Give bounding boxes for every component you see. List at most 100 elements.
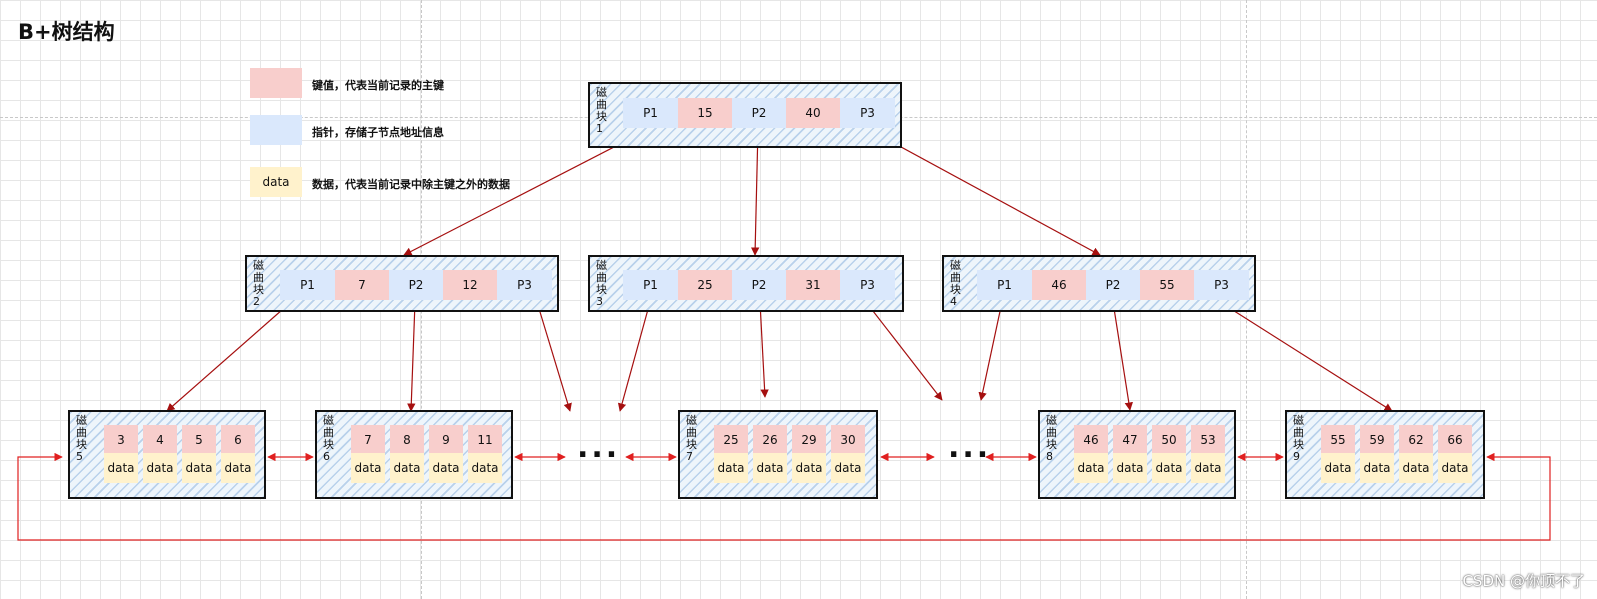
key-cell: 46 [1032, 270, 1086, 300]
pointer-cell: P2 [732, 98, 786, 128]
legend-key-swatch [250, 68, 302, 98]
key-cell: 59 [1360, 425, 1394, 455]
edge-b4-p2 [1112, 301, 1133, 411]
block-label: 磁曲块5 [76, 414, 87, 463]
pointer-cell: P1 [623, 270, 678, 300]
disk-block-6: 磁曲块6 7 8 9 11 data data data data [315, 410, 513, 499]
watermark: CSDN @你顶不了 [1462, 572, 1585, 590]
disk-block-9: 磁曲块9 55 59 62 66 data data data data [1285, 410, 1485, 499]
key-cell: 3 [104, 425, 138, 455]
key-cell: 25 [714, 425, 748, 455]
key-cell: 6 [221, 425, 255, 455]
data-cell: data [221, 453, 255, 483]
legend-key-text: 键值，代表当前记录的主键 [312, 79, 444, 92]
key-cell: 12 [443, 270, 497, 300]
page-title: B+树结构 [18, 20, 115, 44]
key-cell: 66 [1438, 425, 1472, 455]
data-cell: data [1191, 453, 1225, 483]
edge-b2-p3 [536, 301, 572, 412]
block-label: 磁曲块6 [323, 414, 334, 463]
key-cell: 62 [1399, 425, 1433, 455]
key-cell: 29 [792, 425, 826, 455]
key-cell: 7 [335, 270, 389, 300]
block-label: 磁曲块3 [596, 259, 607, 308]
key-cell: 4 [143, 425, 177, 455]
pointer-cell: P1 [280, 270, 335, 300]
pointer-cell: P3 [840, 98, 895, 128]
block-label: 磁曲块1 [596, 86, 607, 135]
key-cell: 25 [678, 270, 732, 300]
key-cell: 30 [831, 425, 865, 455]
edge-root-p3 [865, 127, 1101, 256]
legend-data-swatch: data [250, 167, 302, 197]
key-cell: 40 [786, 98, 840, 128]
key-cell: 8 [390, 425, 424, 455]
pointer-cell: P3 [840, 270, 895, 300]
edge-root-p1 [403, 127, 652, 256]
pointer-cell: P1 [623, 98, 678, 128]
data-cell: data [1438, 453, 1472, 483]
key-cell: 47 [1113, 425, 1147, 455]
data-cell: data [1152, 453, 1186, 483]
pointer-cell: P2 [1086, 270, 1140, 300]
data-cell: data [1074, 453, 1108, 483]
data-cell: data [429, 453, 463, 483]
edge-b3-p3 [865, 301, 943, 401]
data-cell: data [714, 453, 748, 483]
data-cell: data [1321, 453, 1355, 483]
block-label: 磁曲块7 [686, 414, 697, 463]
key-cell: 55 [1140, 270, 1194, 300]
key-cell: 26 [753, 425, 787, 455]
pointer-cell: P3 [497, 270, 552, 300]
leaf-wraparound-link [17, 452, 1551, 541]
disk-block-2: 磁曲块2 P1 7 P2 12 P3 [245, 255, 559, 312]
key-cell: 55 [1321, 425, 1355, 455]
disk-block-8: 磁曲块8 46 47 50 53 data data data data [1038, 410, 1236, 499]
disk-block-7: 磁曲块7 25 26 29 30 data data data data [678, 410, 878, 499]
edge-b4-p1 [978, 301, 1003, 401]
key-cell: 53 [1191, 425, 1225, 455]
key-cell: 7 [351, 425, 385, 455]
key-cell: 50 [1152, 425, 1186, 455]
edge-b3-p1 [617, 301, 651, 412]
key-cell: 15 [678, 98, 732, 128]
block-label: 磁曲块9 [1293, 414, 1304, 463]
edge-b2-p2 [407, 301, 416, 412]
data-cell: data [1399, 453, 1433, 483]
data-cell: data [104, 453, 138, 483]
data-cell: data [1113, 453, 1147, 483]
data-cell: data [831, 453, 865, 483]
block-label: 磁曲块8 [1046, 414, 1057, 463]
key-cell: 31 [786, 270, 840, 300]
disk-block-4: 磁曲块4 P1 46 P2 55 P3 [942, 255, 1256, 312]
legend-pointer-swatch [250, 115, 302, 145]
disk-block-3: 磁曲块3 P1 25 P2 31 P3 [588, 255, 904, 312]
disk-block-5: 磁曲块5 3 4 5 6 data data data data [68, 410, 266, 499]
pointer-cell: P2 [732, 270, 786, 300]
data-cell: data [182, 453, 216, 483]
edge-root-p2 [750, 127, 760, 256]
key-cell: 46 [1074, 425, 1108, 455]
data-cell: data [792, 453, 826, 483]
edge-b4-p3 [1219, 301, 1393, 412]
pointer-cell: P3 [1194, 270, 1249, 300]
key-cell: 9 [429, 425, 463, 455]
ellipsis-2: ... [948, 430, 992, 465]
data-cell: data [143, 453, 177, 483]
pointer-cell: P2 [389, 270, 443, 300]
pointer-cell: P1 [977, 270, 1032, 300]
data-cell: data [468, 453, 502, 483]
legend-data-text: 数据，代表当前记录中除主键之外的数据 [312, 178, 510, 191]
key-cell: 11 [468, 425, 502, 455]
key-cell: 5 [182, 425, 216, 455]
ellipsis-1: ... [577, 430, 621, 465]
disk-block-1: 磁曲块1 P1 15 P2 40 P3 [588, 82, 902, 148]
data-cell: data [390, 453, 424, 483]
legend-pointer-text: 指针，存储子节点地址信息 [312, 126, 444, 139]
block-label: 磁曲块4 [950, 259, 961, 308]
data-cell: data [1360, 453, 1394, 483]
data-cell: data [753, 453, 787, 483]
data-cell: data [351, 453, 385, 483]
edge-b2-p1 [166, 301, 292, 412]
